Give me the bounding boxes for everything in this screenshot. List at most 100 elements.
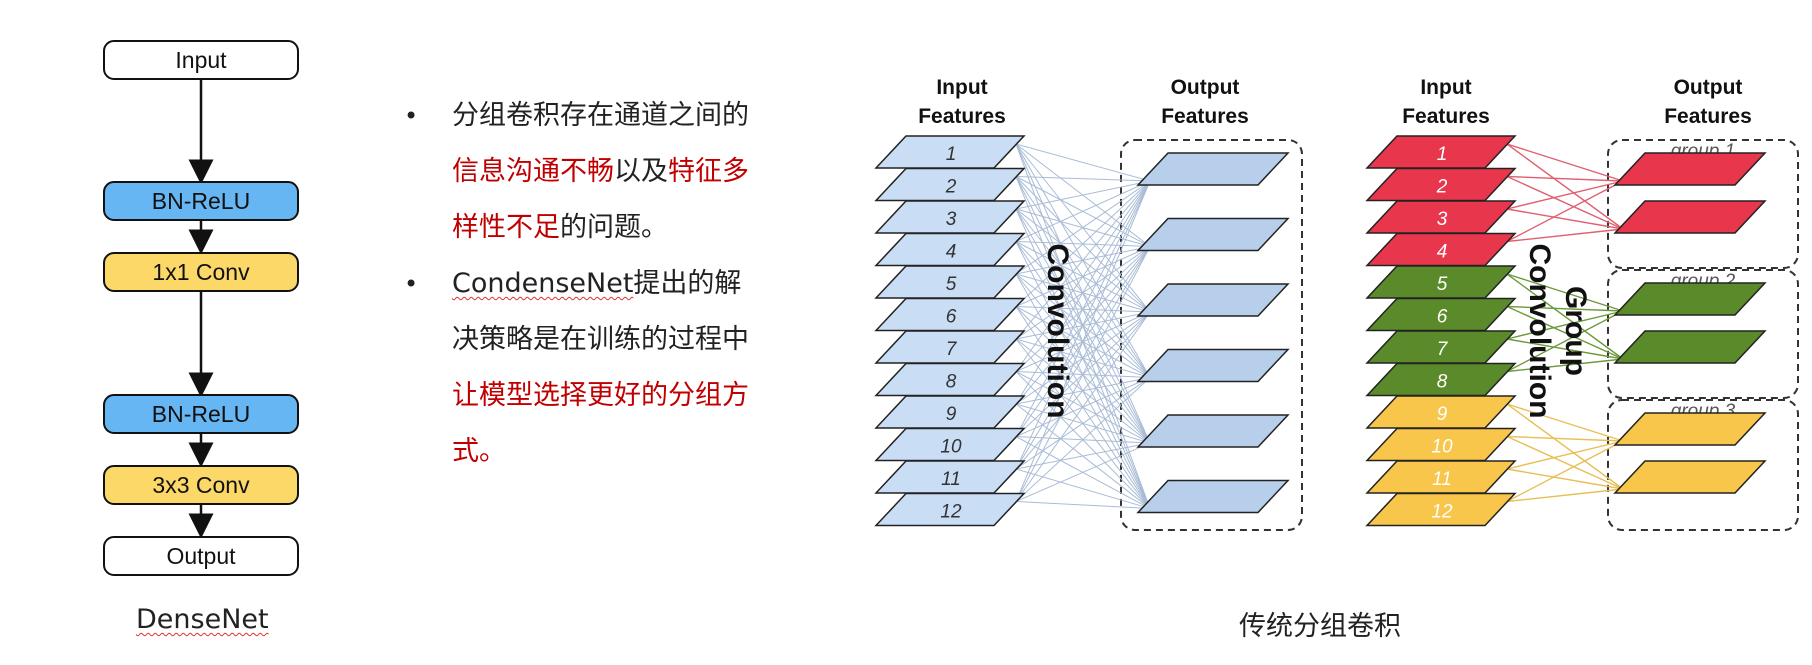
output-feature-map [1136,283,1290,317]
convolution-label: Convolution [1041,244,1074,419]
connection-line [1015,371,1151,378]
bullet-text: 分组卷积存在通道之间的 [452,100,749,131]
connection-line [1015,180,1151,242]
connection-line [1015,208,1151,313]
group-input-feature-map [1365,200,1517,234]
connection-line [1015,241,1151,509]
connection-line [1015,176,1151,444]
connection-line [1015,377,1151,405]
group-output-feature-map [1613,412,1767,446]
group-label: group 3 [1671,401,1736,422]
group-connection-line [1506,403,1624,442]
connection-line [1015,338,1151,509]
connection-line [1015,180,1151,340]
input-feature-map [874,362,1026,397]
features-header: Output [1171,76,1240,99]
connection-line [1015,246,1151,502]
group-input-feature-map [1365,265,1517,299]
highlight-text: 让模型选择更好的分组方式。 [452,380,749,467]
connection-line [1015,377,1151,502]
bullet-item: •分组卷积存在通道之间的信息沟通不畅以及特征多样性不足的问题。 [404,88,752,256]
densenet-arrows [188,80,214,539]
bullet-list: •分组卷积存在通道之间的信息沟通不畅以及特征多样性不足的问题。•Condense… [404,88,784,480]
input-feature-label: 9 [1437,404,1448,425]
input-feature-label: 10 [1431,437,1453,458]
connection-line [1015,371,1151,444]
input-feature-label: 1 [1437,144,1448,165]
group-input-feature-map [1365,492,1517,527]
connection-line [1015,208,1151,444]
bullet-text: 提出的解决策略是在训练的过程中 [452,268,749,355]
input-feature-map [874,232,1026,267]
group-connection-line [1506,305,1624,312]
connection-line [1015,338,1151,378]
group-connection-line [1506,143,1624,182]
connection-line [1015,241,1151,247]
group-label: group 2 [1671,271,1736,292]
conv-caption: 传统分组卷积 [1239,611,1401,642]
bullet-item: •CondenseNet提出的解决策略是在训练的过程中让模型选择更好的分组方式。 [404,256,752,480]
output-feature-map [1136,348,1290,383]
connection-line [1015,143,1151,247]
input-feature-label: 12 [940,502,962,523]
connection-line [1015,306,1151,444]
input-feature-label: 11 [941,469,961,490]
input-feature-label: 9 [946,404,957,425]
features-header: Features [1402,105,1490,128]
group-box [1607,399,1799,531]
connection-line [1015,180,1151,210]
connection-line [1015,311,1151,340]
connection-line [1015,273,1151,509]
group-connection-line [1506,228,1624,243]
input-feature-label: 2 [1436,177,1448,198]
connection-line [1015,338,1151,444]
connection-line [1015,143,1151,378]
input-feature-map [874,330,1026,364]
input-feature-label: 5 [1437,274,1448,295]
group-connection-line [1506,435,1624,490]
bn-relu-block-1: BN-ReLU [103,181,299,221]
connection-line [1015,176,1151,247]
input-feature-label: 8 [1437,372,1448,393]
output-feature-map [1136,217,1290,252]
connection-line [1015,180,1151,405]
features-header: Features [918,105,1006,128]
connection-line [1015,403,1151,509]
input-feature-label: 8 [946,372,957,393]
group-connection-line [1506,358,1624,373]
connection-line [1015,311,1151,470]
bullet-dot: • [404,102,419,130]
group-output-feature-map [1613,460,1767,494]
group-connection-line [1506,403,1624,490]
connection-line [1015,403,1151,444]
connection-line [1015,176,1151,378]
densenet-caption: DenseNet [136,604,269,635]
connection-line [1015,311,1151,372]
input-feature-map [874,265,1026,299]
group-input-feature-map [1365,167,1517,202]
bullet-dot: • [404,270,419,298]
connection-line [1015,311,1151,502]
group-input-feature-map [1365,232,1517,267]
input-feature-label: 7 [946,339,958,360]
conv1x1-block: 1x1 Conv [103,252,299,292]
group-input-feature-map [1365,135,1517,169]
connection-line [1015,241,1151,444]
connection-line [1015,468,1151,509]
output-feature-map [1136,152,1290,186]
connection-line [1015,246,1151,340]
connection-line [1015,176,1151,509]
connection-line [1015,377,1151,470]
group-output-feature-map [1613,282,1767,316]
connection-line [1015,311,1151,405]
input-feature-map [874,135,1026,169]
group-output-feature-map [1613,152,1767,186]
output-block: Output [103,536,299,576]
input-feature-label: 11 [1432,469,1452,490]
input-block: Input [103,40,299,80]
connection-line [1015,246,1151,372]
highlight-text: 信息沟通不畅 [452,156,614,187]
group-output-feature-map [1613,200,1767,234]
input-feature-label: 7 [1437,339,1449,360]
group-convolution-label: Group [1559,286,1592,376]
